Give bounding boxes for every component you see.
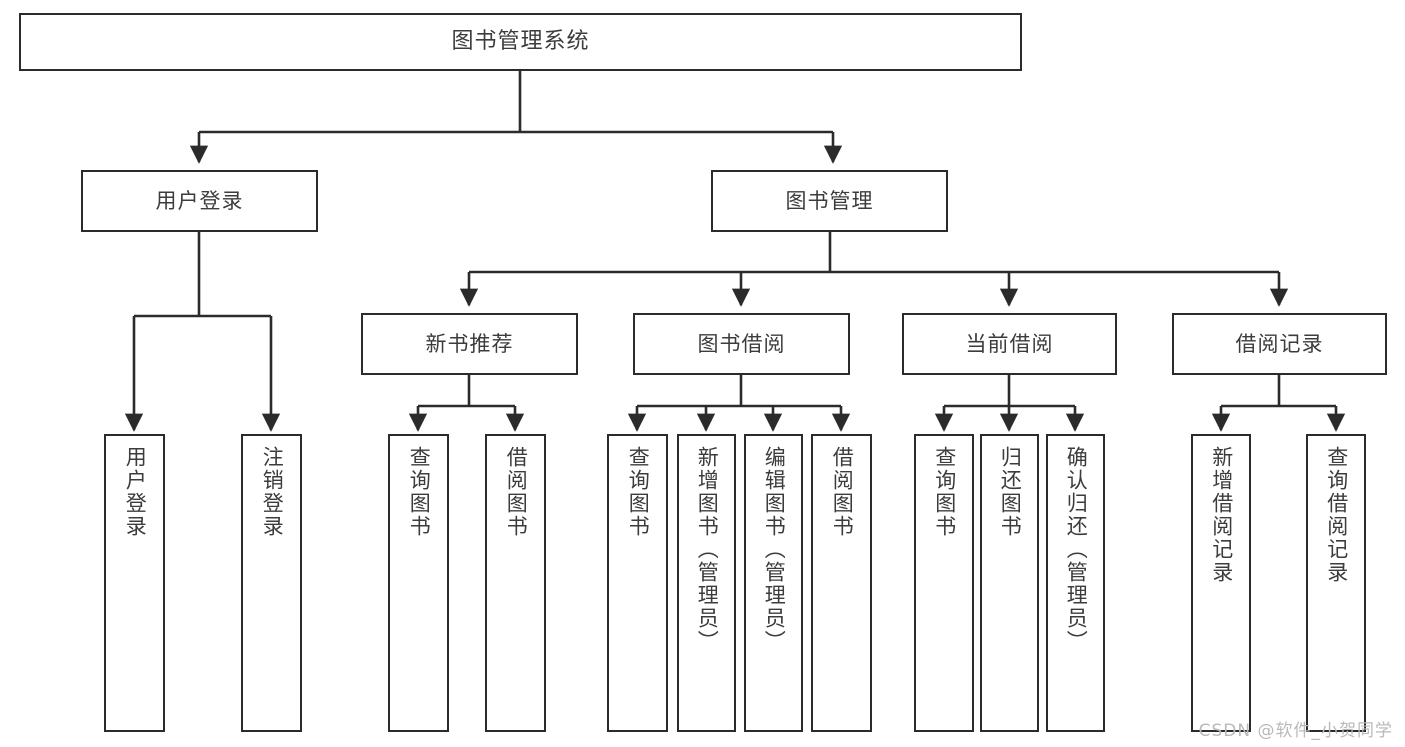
leaf-label: 查询图书 xyxy=(626,446,651,538)
leaf-new-book-borrow-book[interactable]: 借阅图书 xyxy=(485,434,546,732)
leaf-new-book-query-book[interactable]: 查询图书 xyxy=(388,434,449,732)
node-book-borrow[interactable]: 图书借阅 xyxy=(633,313,850,375)
leaf-label: 查询图书 xyxy=(932,446,957,538)
node-root-book-management-system[interactable]: 图书管理系统 xyxy=(19,13,1022,71)
leaf-borrow-add-book-admin[interactable]: 新增图书（管理员） xyxy=(677,434,736,732)
node-new-book-recommend[interactable]: 新书推荐 xyxy=(361,313,578,375)
node-label: 借阅记录 xyxy=(1235,331,1324,356)
leaf-user-login-login[interactable]: 用户登录 xyxy=(104,434,165,732)
node-label: 当前借阅 xyxy=(965,331,1054,356)
csdn-watermark: CSDN @软件_小贺同学 xyxy=(1198,721,1393,741)
leaf-label: 新增借阅记录 xyxy=(1209,446,1234,584)
leaf-label: 确认归还（管理员） xyxy=(1064,446,1089,653)
leaf-label: 借阅图书 xyxy=(830,446,855,538)
node-label: 图书管理系统 xyxy=(451,29,590,55)
node-book-management[interactable]: 图书管理 xyxy=(711,170,948,232)
leaf-label: 查询图书 xyxy=(407,446,432,538)
leaf-label: 编辑图书（管理员） xyxy=(762,446,787,653)
leaf-label: 归还图书 xyxy=(998,446,1023,538)
leaf-label: 用户登录 xyxy=(123,446,148,538)
node-label: 用户登录 xyxy=(155,188,244,213)
node-current-borrow[interactable]: 当前借阅 xyxy=(902,313,1117,375)
leaf-current-return-book[interactable]: 归还图书 xyxy=(980,434,1039,732)
leaf-current-confirm-return-admin[interactable]: 确认归还（管理员） xyxy=(1046,434,1105,732)
leaf-user-login-logout[interactable]: 注销登录 xyxy=(241,434,302,732)
leaf-label: 新增图书（管理员） xyxy=(695,446,720,653)
leaf-label: 借阅图书 xyxy=(504,446,529,538)
leaf-record-add-borrow-record[interactable]: 新增借阅记录 xyxy=(1191,434,1251,732)
node-label: 图书借阅 xyxy=(697,331,786,356)
leaf-borrow-query-book[interactable]: 查询图书 xyxy=(607,434,668,732)
leaf-borrow-edit-book-admin[interactable]: 编辑图书（管理员） xyxy=(744,434,803,732)
leaf-label: 查询借阅记录 xyxy=(1324,446,1349,584)
node-label: 新书推荐 xyxy=(425,331,514,356)
leaf-record-query-borrow-record[interactable]: 查询借阅记录 xyxy=(1306,434,1366,732)
leaf-label: 注销登录 xyxy=(260,446,285,538)
leaf-borrow-borrow-book[interactable]: 借阅图书 xyxy=(811,434,872,732)
node-user-login[interactable]: 用户登录 xyxy=(81,170,318,232)
node-label: 图书管理 xyxy=(785,188,874,213)
node-borrow-record[interactable]: 借阅记录 xyxy=(1172,313,1387,375)
leaf-current-query-book[interactable]: 查询图书 xyxy=(914,434,974,732)
